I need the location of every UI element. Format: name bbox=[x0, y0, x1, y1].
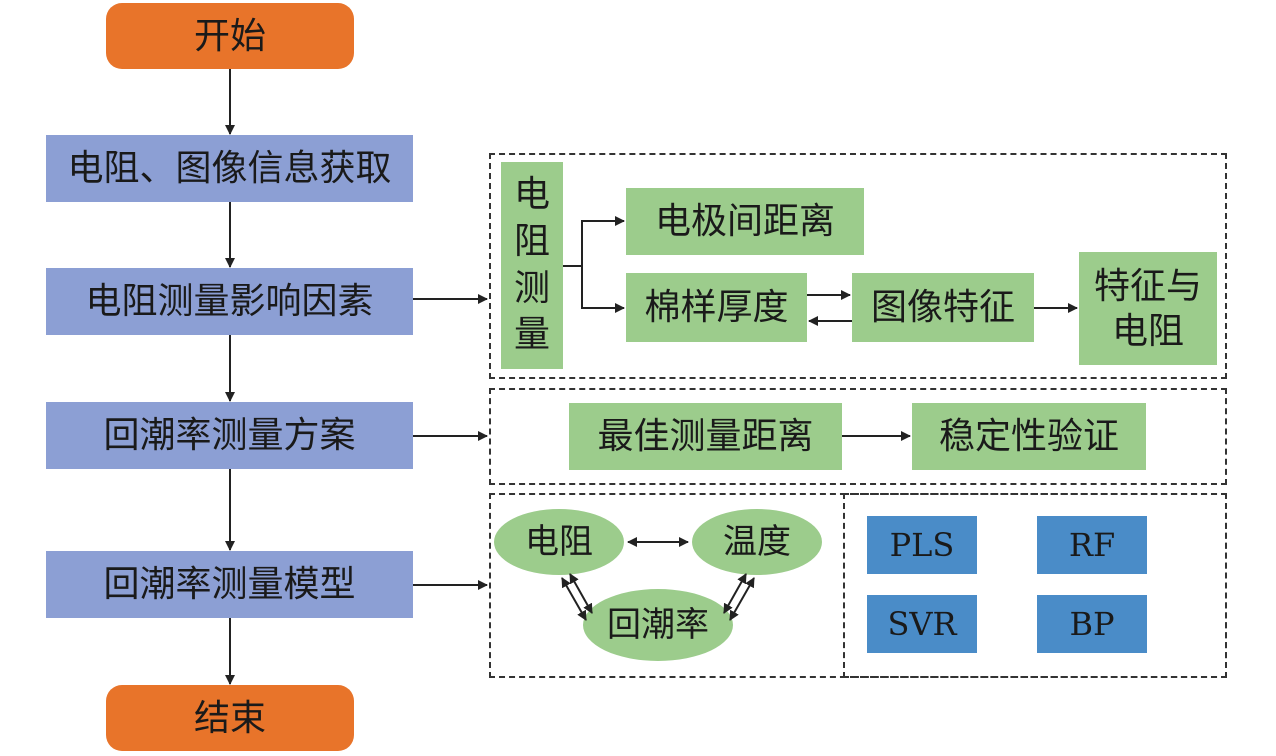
model-svr: SVR bbox=[867, 595, 977, 653]
model-pls: PLS bbox=[867, 516, 977, 574]
step-measurement-model: 回潮率测量模型 bbox=[46, 551, 413, 618]
feature-resistance-node: 特征与 电阻 bbox=[1079, 252, 1217, 365]
model-bp: BP bbox=[1037, 595, 1147, 653]
arrow-resistance-moisture-2 bbox=[569, 573, 593, 614]
step-measurement-scheme: 回潮率测量方案 bbox=[46, 402, 413, 469]
feature-resistance-line2: 电阻 bbox=[1111, 310, 1184, 352]
vertical-char-1: 电 bbox=[513, 173, 550, 215]
vertical-label-resistance-measurement: 电 阻 测 量 bbox=[501, 162, 563, 369]
model-rf: RF bbox=[1037, 516, 1147, 574]
arrow-temperature-moisture-2 bbox=[723, 573, 747, 614]
vertical-char-4: 量 bbox=[513, 314, 550, 356]
feature-resistance-line1: 特征与 bbox=[1093, 265, 1202, 307]
model-algorithms-panel bbox=[843, 493, 1227, 678]
start-node: 开始 bbox=[106, 3, 354, 69]
stability-node: 稳定性验证 bbox=[912, 403, 1146, 470]
resistance-ellipse: 电阻 bbox=[494, 509, 624, 575]
sample-thickness-node: 棉样厚度 bbox=[626, 273, 807, 342]
vertical-char-2: 阻 bbox=[513, 220, 550, 262]
image-features-node: 图像特征 bbox=[852, 273, 1034, 342]
arrow-resistance-moisture bbox=[561, 577, 587, 621]
step-info-acquisition: 电阻、图像信息获取 bbox=[46, 135, 413, 202]
electrode-distance-node: 电极间距离 bbox=[626, 188, 864, 255]
resistance-panel bbox=[489, 153, 1227, 379]
arrow-to-sample-thickness bbox=[581, 266, 625, 313]
arrow-to-electrode-distance bbox=[581, 216, 625, 266]
arrow-temperature-moisture bbox=[729, 577, 755, 621]
best-distance-node: 最佳测量距离 bbox=[569, 403, 842, 470]
scheme-panel bbox=[489, 388, 1227, 485]
vertical-char-3: 测 bbox=[513, 267, 550, 309]
moisture-regain-ellipse: 回潮率 bbox=[583, 589, 733, 661]
step-influence-factors: 电阻测量影响因素 bbox=[46, 268, 413, 335]
temperature-ellipse: 温度 bbox=[692, 509, 822, 575]
end-node: 结束 bbox=[106, 685, 354, 751]
